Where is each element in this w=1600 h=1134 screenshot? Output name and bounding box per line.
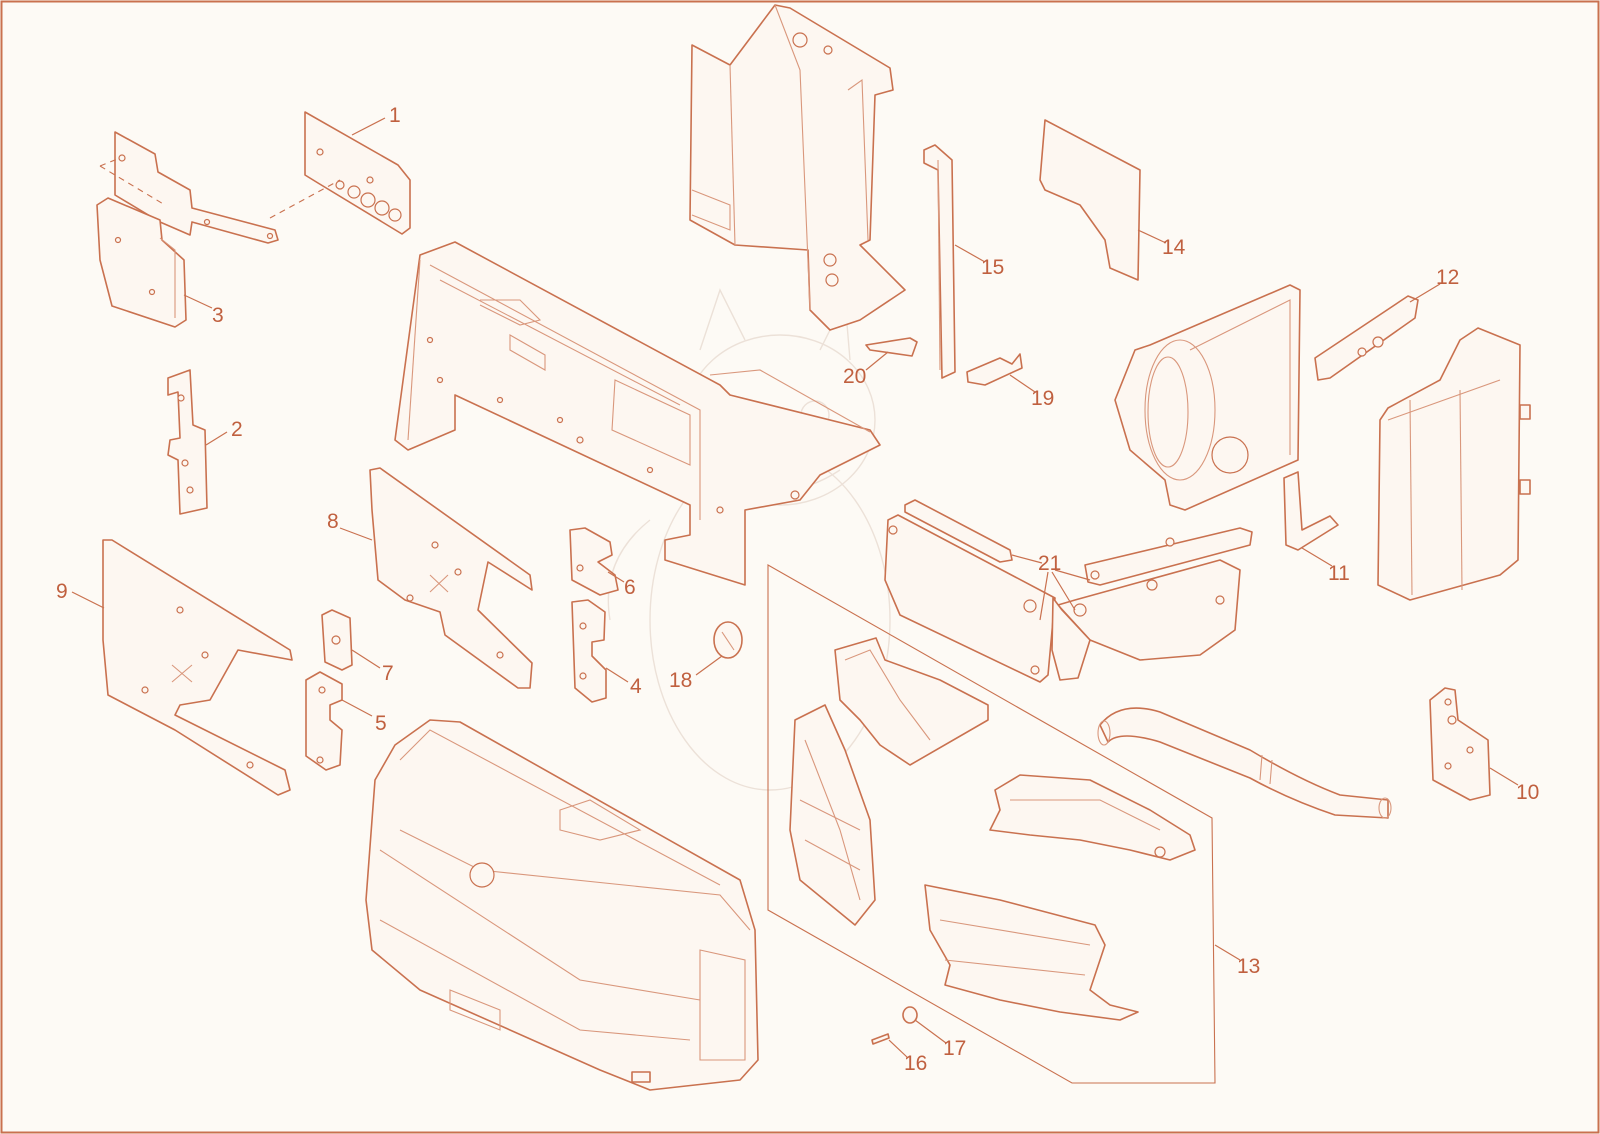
upper-duct-housing xyxy=(689,4,906,331)
part-18-cap xyxy=(713,621,743,659)
callout-1: 1 xyxy=(389,104,401,127)
callout-3: 3 xyxy=(212,304,224,327)
callout-13: 13 xyxy=(1237,955,1260,978)
part-12-cross-bar xyxy=(1314,295,1419,381)
leader-lines xyxy=(71,117,1519,1059)
callout-14: 14 xyxy=(1162,236,1186,259)
callout-5: 5 xyxy=(375,712,387,735)
callout-8: 8 xyxy=(327,510,339,533)
part-4-bracket xyxy=(571,599,607,703)
callout-4: 4 xyxy=(630,675,642,698)
coolant-hose xyxy=(1097,707,1392,819)
part-16-pin xyxy=(871,1033,890,1045)
part-7-spacer xyxy=(321,609,353,671)
part-10-hinge-bracket xyxy=(1429,687,1491,801)
callout-12: 12 xyxy=(1436,266,1459,289)
part-11-l-bracket xyxy=(1283,471,1339,551)
part-20-wedge xyxy=(865,337,918,357)
part-1-terminal-plate xyxy=(304,111,411,235)
callout-21: 21 xyxy=(1038,552,1061,575)
callout-20: 20 xyxy=(843,365,866,388)
callout-19: 19 xyxy=(1031,387,1054,410)
callout-9: 9 xyxy=(56,580,68,603)
part-13-grouping-box xyxy=(767,564,1216,1084)
part-17-washer xyxy=(902,1006,918,1024)
part-5-bracket xyxy=(305,671,343,771)
callout-18: 18 xyxy=(669,669,692,692)
part-14-side-panel xyxy=(1039,119,1141,281)
part-8-mounting-plate xyxy=(369,467,533,689)
part-13-grille-panels xyxy=(789,637,1196,1021)
callout-15: 15 xyxy=(981,256,1004,279)
front-hood-cover xyxy=(365,719,759,1091)
callout-2: 2 xyxy=(231,418,243,441)
radiator-core xyxy=(1377,327,1531,601)
main-chassis-frame xyxy=(394,241,881,586)
callout-10: 10 xyxy=(1516,781,1539,804)
callout-16: 16 xyxy=(904,1052,927,1075)
callout-labels: 1 2 3 4 5 6 7 8 9 10 11 12 13 14 15 16 1… xyxy=(56,104,1539,1075)
part-6-bracket xyxy=(569,527,619,596)
callout-7: 7 xyxy=(382,662,394,685)
callout-17: 17 xyxy=(943,1037,966,1060)
part-2-small-bracket xyxy=(167,369,208,515)
callout-6: 6 xyxy=(624,576,636,599)
callout-11: 11 xyxy=(1328,562,1350,585)
part-19-block xyxy=(966,353,1023,386)
part-3-cover-block xyxy=(96,197,187,328)
part-9-mounting-plate xyxy=(102,539,293,796)
part-15-vertical-bar xyxy=(923,144,956,379)
fan-shroud xyxy=(1114,284,1301,511)
part-21-side-panels xyxy=(884,499,1253,683)
